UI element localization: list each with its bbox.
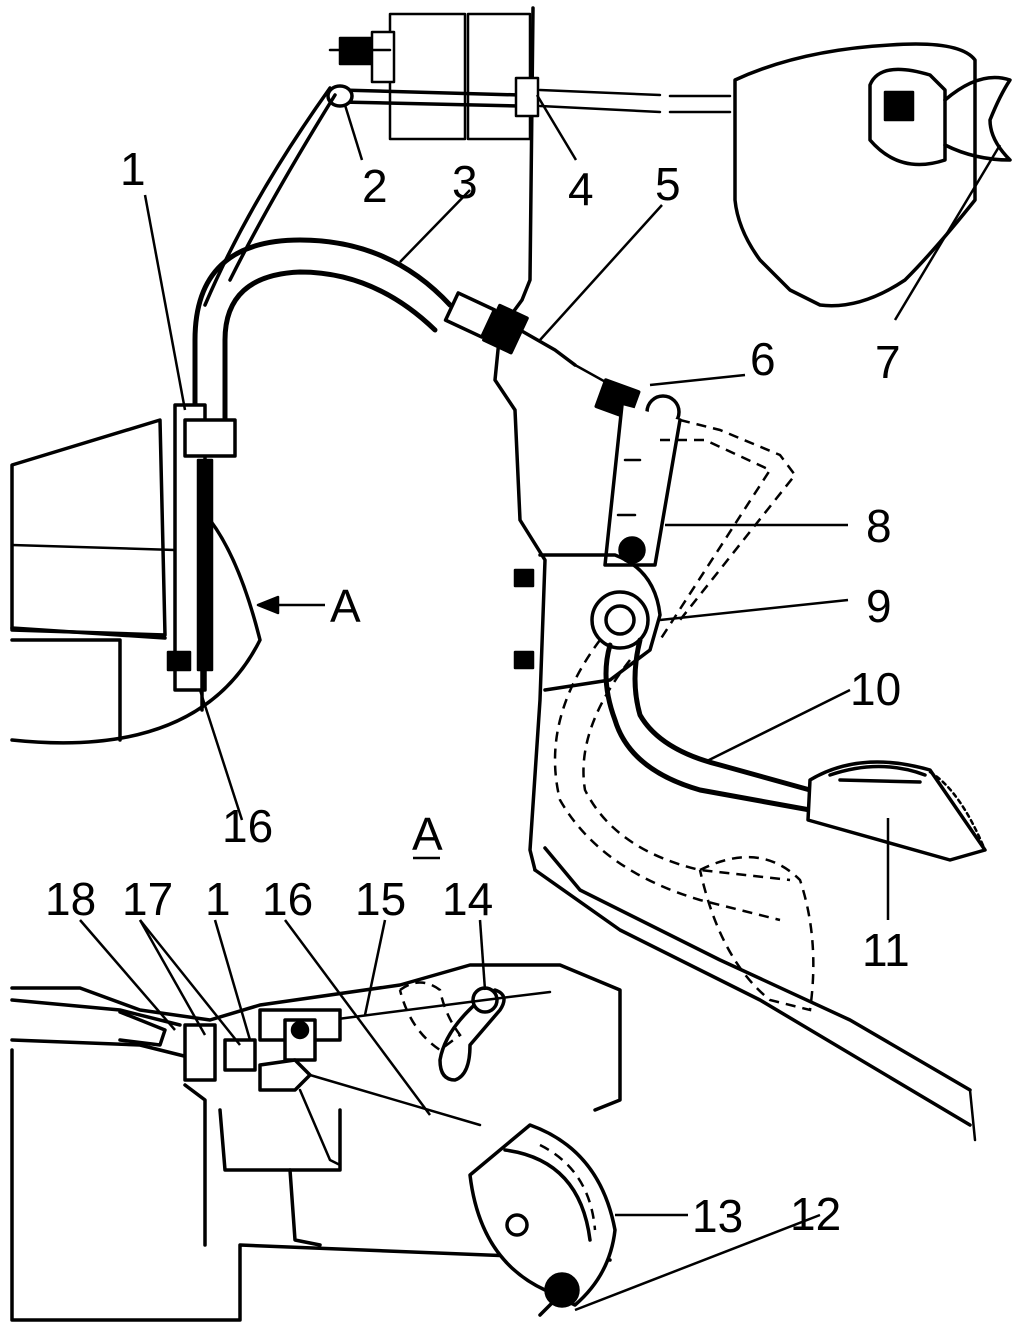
pedal-depressed-position xyxy=(553,418,815,1012)
label-5: 5 xyxy=(655,158,681,210)
view-a-throttle-arm xyxy=(328,981,552,1082)
pedal-arm xyxy=(603,637,813,813)
label-17: 17 xyxy=(122,873,173,925)
left-bracket-assembly xyxy=(10,403,262,745)
label-2: 2 xyxy=(362,160,388,212)
part-labels: 1 2 3 4 5 6 7 8 9 10 11 12 13 14 15 16 1… xyxy=(45,143,910,1242)
label-1-view: 1 xyxy=(205,873,231,925)
label-11: 11 xyxy=(862,924,910,976)
view-a-cable-clamp xyxy=(10,998,482,1167)
label-18: 18 xyxy=(45,873,96,925)
label-3: 3 xyxy=(452,156,478,208)
label-14: 14 xyxy=(442,873,493,925)
pedal-bracket xyxy=(513,553,662,692)
label-16: 16 xyxy=(222,800,273,852)
view-a-engine-block xyxy=(10,963,622,1322)
label-9: 9 xyxy=(866,580,892,632)
label-13: 13 xyxy=(692,1190,743,1242)
view-arrow-label: A xyxy=(330,580,361,632)
firewall-panel xyxy=(493,6,977,1142)
pedal-pad xyxy=(806,760,987,862)
throttle-rod-upper xyxy=(326,76,732,118)
label-12: 12 xyxy=(790,1188,841,1240)
leader-lines xyxy=(79,94,1002,1312)
pedal-lever xyxy=(594,378,682,567)
label-4: 4 xyxy=(568,163,594,215)
view-a-sector xyxy=(468,1123,617,1317)
carburetor-housing xyxy=(733,42,1012,308)
label-8: 8 xyxy=(866,500,892,552)
label-7: 7 xyxy=(875,336,901,388)
label-1: 1 xyxy=(120,143,146,195)
label-15: 15 xyxy=(355,873,406,925)
cable-sheath xyxy=(192,86,622,433)
label-16-view: 16 xyxy=(262,873,313,925)
label-6: 6 xyxy=(750,333,776,385)
label-10: 10 xyxy=(850,663,901,715)
top-mounting-bracket xyxy=(328,12,532,141)
view-a-title: A xyxy=(412,808,443,860)
